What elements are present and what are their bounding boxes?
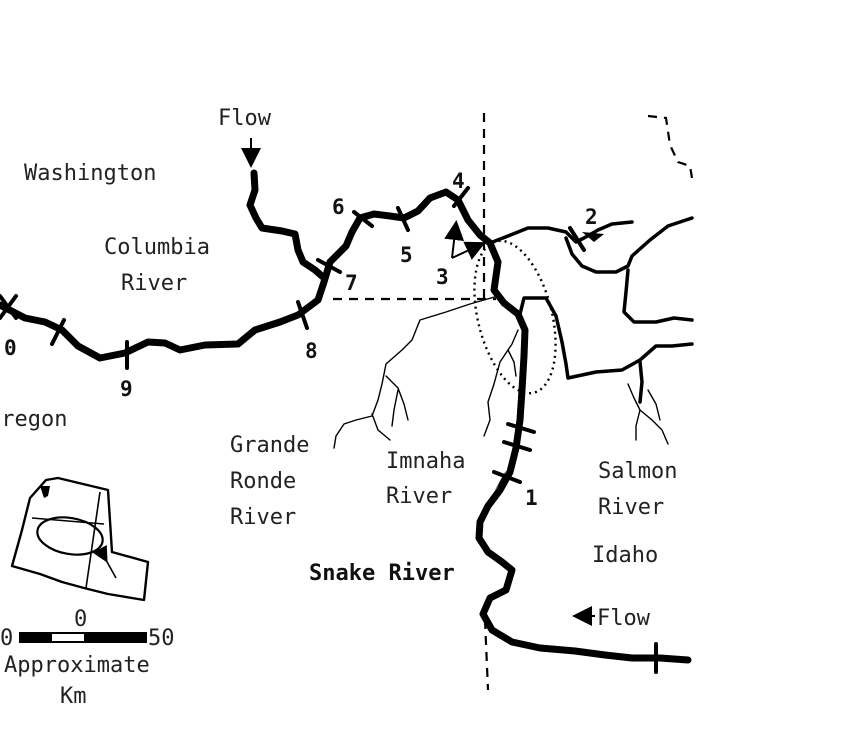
thin-tributaries — [333, 295, 669, 449]
scale-min-label: 0 — [0, 626, 13, 651]
columbia-snake-main — [0, 188, 692, 664]
site-numbers: 0 1 2 3 4 5 6 7 8 9 — [4, 169, 598, 510]
columbia-river-label-1: Columbia — [104, 235, 210, 260]
salmon-headwater-3 — [635, 409, 641, 441]
site-label-1: 1 — [525, 486, 538, 510]
tick-site-5 — [396, 206, 410, 232]
grande-ronde-branch-1 — [385, 375, 409, 421]
inset-id-line — [85, 491, 101, 589]
tick-site-6 — [352, 210, 374, 228]
columbia-river-label-2: River — [121, 271, 187, 296]
scale-segment-1 — [20, 633, 52, 642]
salmon-branch — [638, 360, 644, 404]
tick-snake-upper-1 — [506, 422, 536, 434]
salmon-river-label-1: Salmon — [598, 459, 677, 484]
tick-site-7 — [316, 258, 342, 274]
idaho-label: Idaho — [592, 543, 658, 568]
imnaha-river-label-1: Imnaha — [386, 449, 465, 474]
scale-unit-label-2: Km — [60, 684, 87, 709]
site-3-arrow-right-icon — [451, 241, 486, 260]
inset-locator-map — [10, 476, 150, 602]
or-id-border — [483, 619, 490, 691]
tributary-north-branch — [622, 268, 694, 324]
site-ticks — [0, 186, 658, 674]
reservoir-site-2 — [582, 232, 604, 242]
tributaries — [488, 216, 694, 404]
site-label-4: 4 — [452, 169, 465, 193]
tributary-site-2 — [488, 220, 634, 245]
id-mt-border — [647, 114, 694, 179]
imnaha-river-label-2: River — [386, 484, 452, 509]
main-rivers — [0, 169, 692, 664]
site-label-5: 5 — [400, 243, 413, 267]
inset-pnw-outline — [10, 476, 150, 602]
site-label-7: 7 — [345, 271, 358, 295]
study-area-ellipse — [473, 239, 557, 395]
tick-site-4 — [452, 186, 470, 208]
snake-flow-arrow-icon — [494, 470, 506, 492]
site-label-3: 3 — [436, 265, 449, 289]
site-3-arrow-up-icon — [444, 220, 465, 259]
place-labels: Flow Washington Columbia River Oregon Gr… — [0, 106, 677, 631]
imnaha-river — [483, 329, 519, 437]
scale-max-label: 50 — [148, 626, 175, 651]
snake-river-label: Snake River — [309, 561, 455, 586]
inset-study-ellipse — [36, 516, 104, 556]
flow-label-top: Flow — [218, 106, 272, 131]
imnaha-branch — [507, 349, 517, 377]
tick-site-1 — [492, 470, 522, 484]
salmon-headwater-1 — [627, 383, 669, 445]
site-label-0: 0 — [4, 336, 17, 360]
tick-extra-left — [50, 318, 66, 346]
arrows — [241, 138, 595, 626]
scale-bar: 0 0 50 Approximate Km — [0, 607, 175, 709]
scale-segment-3 — [84, 633, 146, 642]
scale-mid-label: 0 — [74, 607, 87, 632]
oregon-label: Oregon — [0, 407, 67, 432]
tick-site-2 — [568, 226, 586, 252]
site-label-8: 8 — [305, 339, 318, 363]
grande-ronde-branch-3 — [371, 413, 391, 441]
grande-ronde-branch-2 — [391, 389, 399, 427]
grande-ronde-label-1: Grande — [230, 433, 309, 458]
salmon-river-label-2: River — [598, 495, 664, 520]
grande-ronde-river — [333, 295, 499, 449]
inset-puget-sound — [40, 486, 50, 498]
site-label-6: 6 — [332, 195, 345, 219]
inset-wa-or-line — [31, 517, 105, 525]
scale-unit-label-1: Approximate — [4, 653, 150, 678]
tick-site-8 — [296, 300, 309, 330]
state-borders — [333, 113, 694, 691]
columbia-river-upper — [246, 169, 327, 281]
salmon-headwater-2 — [647, 389, 661, 421]
tick-snake-upper-2 — [502, 440, 532, 452]
salmon-river — [518, 296, 694, 380]
tick-site-0b — [0, 294, 18, 320]
grande-ronde-label-3: River — [230, 505, 296, 530]
site-label-9: 9 — [120, 377, 133, 401]
grande-ronde-label-2: Ronde — [230, 469, 296, 494]
inset-arrow-icon — [92, 544, 117, 579]
flow-label-bottom: Flow — [597, 606, 651, 631]
site-label-2: 2 — [585, 205, 598, 229]
washington-label: Washington — [24, 161, 156, 186]
tributary-north — [564, 216, 694, 274]
